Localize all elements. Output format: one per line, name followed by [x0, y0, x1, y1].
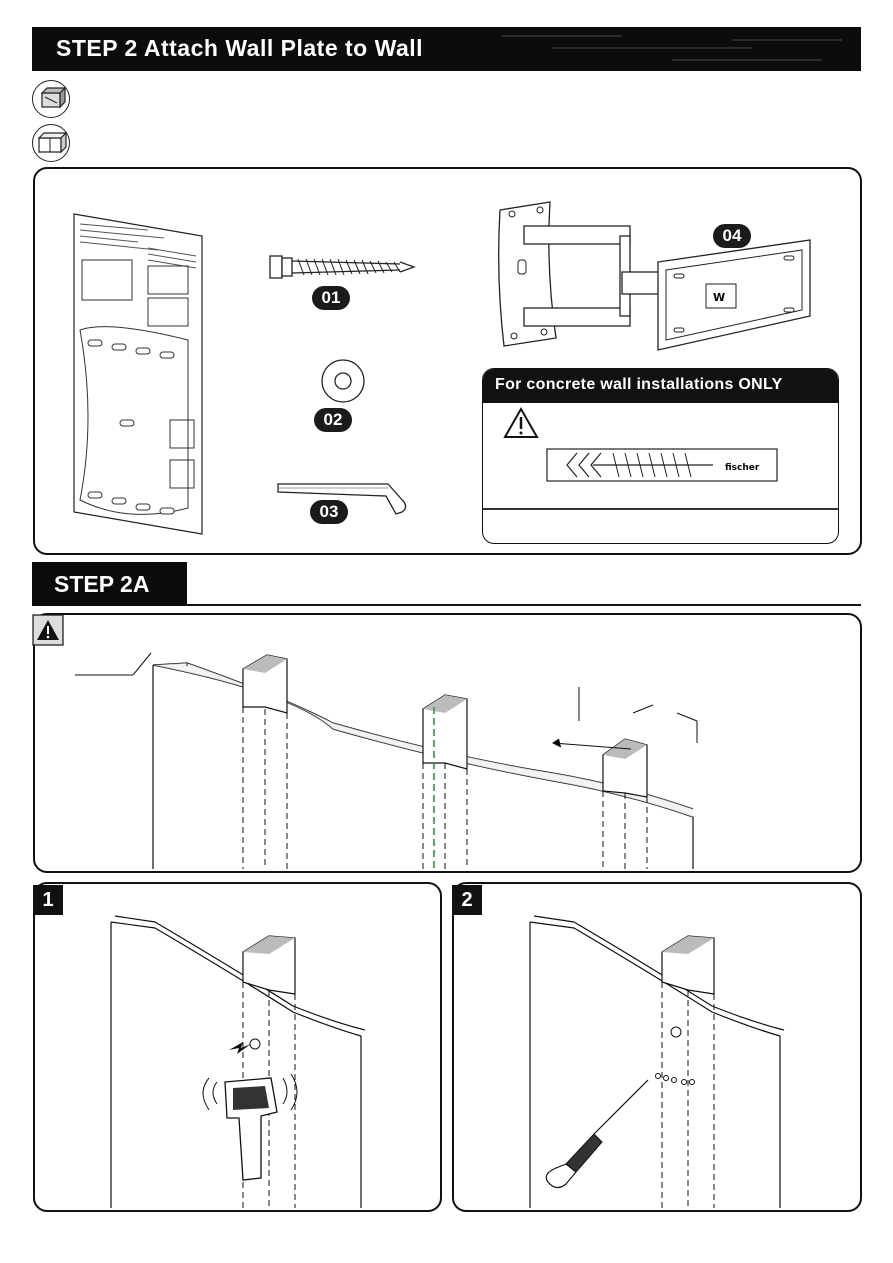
anchor-diagram: fischer: [503, 406, 778, 482]
header-rule: [187, 604, 861, 606]
part-02-badge: 02: [314, 408, 352, 432]
tv-mount-part: W: [498, 201, 811, 351]
concrete-install-box: For concrete wall installations ONLY fis…: [482, 368, 839, 544]
substep-2-number: 2: [452, 885, 482, 915]
allen-key-part: [277, 483, 407, 515]
stud-finder-diagram: [110, 915, 366, 1208]
anchor-brand: fischer: [725, 463, 760, 473]
step-2-header: STEP 2 Attach Wall Plate to Wall: [32, 27, 861, 71]
step-2a-title: STEP 2A: [54, 571, 150, 597]
substep-1-number: 1: [33, 885, 63, 915]
lag-bolt-part: [269, 255, 416, 279]
svg-text:W: W: [713, 291, 725, 304]
part-04-badge: 04: [713, 224, 751, 248]
substep-2-panel: [452, 882, 862, 1212]
drill-bit-icon: [32, 80, 70, 118]
awl-marking-diagram: [529, 915, 785, 1208]
wood-stud-icon: [32, 124, 70, 162]
part-03-badge: 03: [310, 500, 348, 524]
warning-icon: [32, 614, 64, 646]
stud-wall-diagram: [75, 652, 698, 869]
step-2a-header: STEP 2A: [32, 562, 187, 606]
step-2-title: STEP 2 Attach Wall Plate to Wall: [56, 35, 424, 61]
wall-template-sheet: [73, 213, 203, 535]
washer-part: [321, 359, 365, 403]
concrete-header: For concrete wall installations ONLY: [483, 369, 838, 403]
concrete-title: For concrete wall installations ONLY: [495, 376, 783, 393]
part-01-badge: 01: [312, 286, 350, 310]
